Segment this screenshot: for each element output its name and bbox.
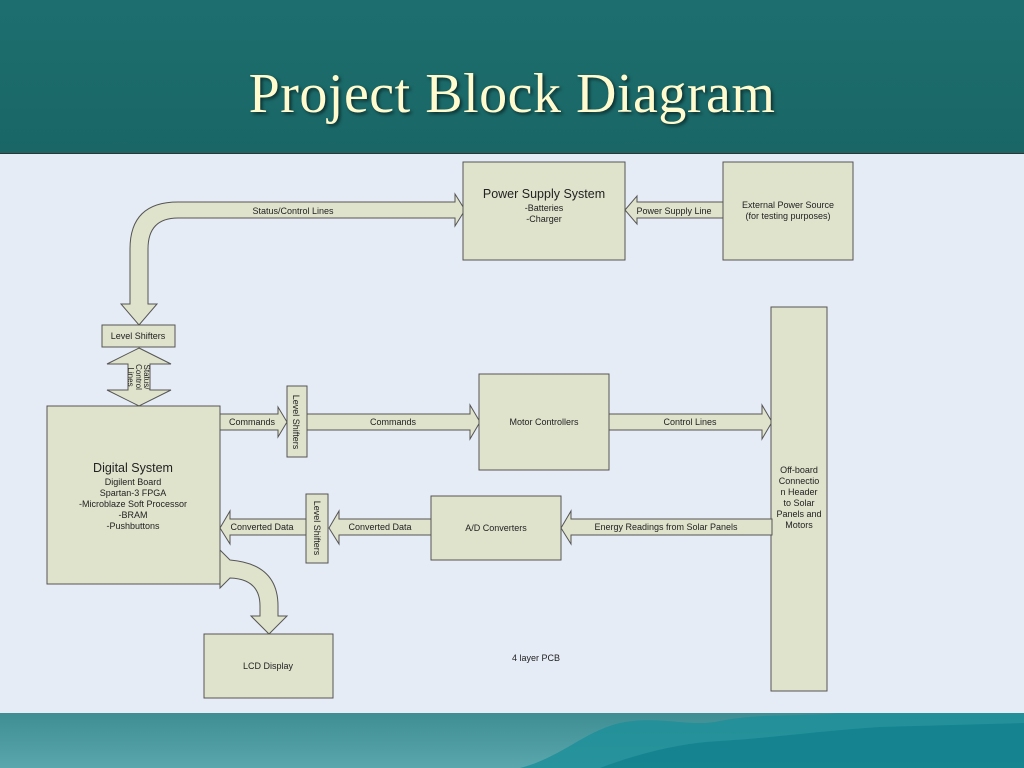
digital-system-line-5: -Pushbuttons — [106, 521, 160, 531]
status-control-vertical-2: Control — [134, 364, 143, 390]
lcd-display-block — [203, 633, 334, 699]
converted-data-label-left: Converted Data — [230, 522, 293, 532]
lcd-display-arrow — [219, 548, 289, 635]
level-shifters-mid-label: Level Shifters — [291, 395, 301, 450]
digital-system-line-4: -BRAM — [119, 510, 148, 520]
external-power-line-2: (for testing purposes) — [745, 211, 830, 221]
offboard-line-2: Connectio — [779, 476, 820, 486]
ad-converters-block — [430, 495, 562, 561]
offboard-line-5: Panels and — [776, 509, 821, 519]
motor-controllers-label: Motor Controllers — [509, 417, 579, 427]
commands-arrow-right — [306, 403, 481, 441]
power-supply-line-label: Power Supply Line — [636, 206, 711, 216]
converted-data-label-right: Converted Data — [348, 522, 411, 532]
power-supply-line-1: -Batteries — [525, 203, 564, 213]
energy-readings-arrow — [560, 509, 773, 546]
control-lines-arrow — [608, 403, 773, 441]
status-control-lines-label: Status/Control Lines — [252, 206, 334, 216]
motor-controllers-block — [478, 373, 610, 471]
ad-converters-label: A/D Converters — [465, 523, 527, 533]
control-lines-label: Control Lines — [663, 417, 717, 427]
level-shifters-top-block — [101, 324, 176, 348]
commands-label-right: Commands — [370, 417, 417, 427]
block-diagram: Status/Control Lines Power Supply System… — [46, 161, 854, 699]
decorative-footer — [0, 713, 1024, 768]
energy-readings-label: Energy Readings from Solar Panels — [594, 522, 738, 532]
digital-system-line-1: Digilent Board — [105, 477, 162, 487]
digital-system-line-2: Spartan-3 FPGA — [100, 488, 167, 498]
power-supply-line-2: -Charger — [526, 214, 562, 224]
commands-label-left: Commands — [229, 417, 276, 427]
offboard-line-6: Motors — [785, 520, 813, 530]
commands-arrow-left — [219, 405, 288, 439]
external-power-line-1: External Power Source — [742, 200, 834, 210]
status-control-lines-arrow — [119, 192, 466, 326]
digital-system-block — [46, 405, 221, 585]
pcb-note: 4 layer PCB — [512, 653, 560, 663]
offboard-line-1: Off-board — [780, 465, 818, 475]
status-control-vertical-1: Status/ — [142, 365, 151, 391]
block-diagram-panel: Status/Control Lines Power Supply System… — [0, 153, 1024, 715]
converted-data-arrow-right — [328, 509, 432, 546]
status-control-vertical-text: Status/ Control Lines — [126, 364, 151, 390]
level-shifters-low-label: Level Shifters — [312, 501, 322, 556]
offboard-line-3: n Header — [780, 487, 817, 497]
level-shifters-top-label: Level Shifters — [111, 331, 166, 341]
digital-system-line-3: -Microblaze Soft Processor — [79, 499, 187, 509]
power-supply-title: Power Supply System — [483, 187, 605, 201]
wave-decoration — [520, 713, 1024, 768]
status-control-vertical-3: Lines — [126, 367, 135, 386]
power-supply-system-block — [462, 161, 626, 261]
offboard-line-4: to Solar — [783, 498, 814, 508]
external-power-source-block — [722, 161, 854, 261]
offboard-connection-header-block — [770, 306, 828, 692]
slide-title: Project Block Diagram — [248, 63, 776, 125]
lcd-display-label: LCD Display — [243, 661, 294, 671]
converted-data-arrow-left — [219, 509, 307, 546]
digital-system-title: Digital System — [93, 461, 173, 475]
